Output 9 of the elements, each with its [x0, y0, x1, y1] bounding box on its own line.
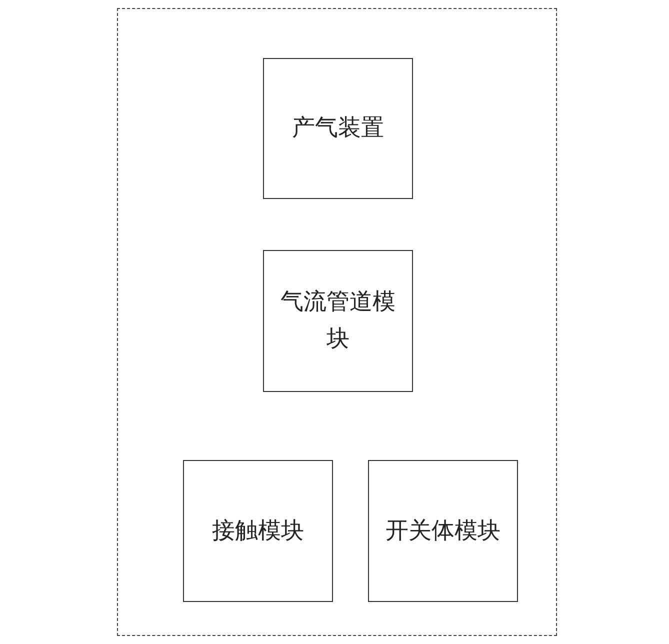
- module-box: [263, 250, 413, 392]
- module-label: 开关体模块: [386, 516, 500, 546]
- dashed-frame: [117, 8, 557, 636]
- module-label: 气流管道模块: [280, 288, 396, 354]
- module-label: 接触模块: [212, 516, 304, 546]
- module-label: 产气装置: [292, 114, 384, 144]
- module-box: [183, 460, 333, 602]
- module-box: [263, 58, 413, 199]
- module-box: [368, 460, 518, 602]
